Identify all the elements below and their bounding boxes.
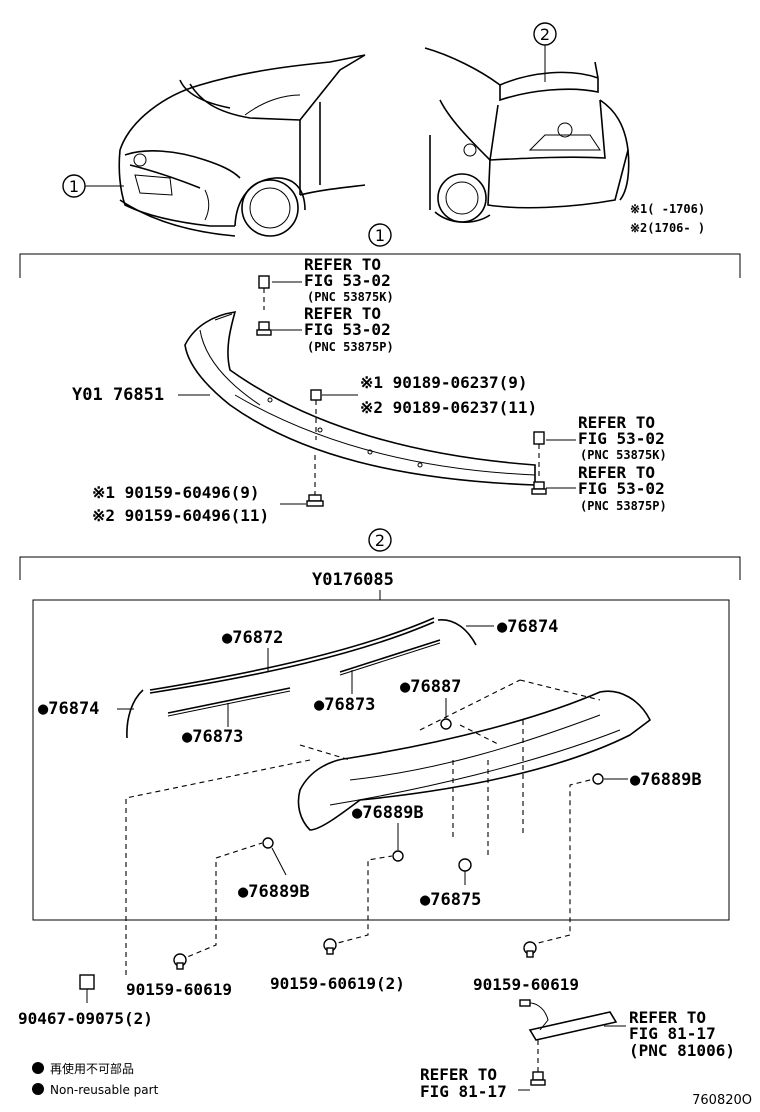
bolt-b1-label: ※1 90159-60496(9) <box>92 483 260 502</box>
fastener-4-label: 90467-09075(2) <box>18 1009 153 1028</box>
ref-top-2-line1: REFER TO <box>304 304 381 323</box>
section-1-callout: 1 <box>375 226 385 245</box>
molding-76873-right <box>339 639 441 673</box>
note-2: ※2(1706- ) <box>630 221 705 235</box>
fastener-1-label: 90159-60619 <box>126 980 232 999</box>
fastener-2-label: 90159-60619(2) <box>270 974 405 993</box>
callout-1-front-label: 1 <box>69 177 79 196</box>
part-76873-right-label: ●76873 <box>314 695 375 715</box>
clip-icon <box>310 389 322 440</box>
bolt-icon <box>530 1071 546 1086</box>
ref-top-1-line2: FIG 53-02 <box>304 271 391 290</box>
ref-light-line3: (PNC 81006) <box>629 1041 735 1060</box>
callout-2-top: 2 <box>533 22 557 82</box>
ref-right-1-line2: FIG 53-02 <box>578 429 665 448</box>
screw-icon <box>523 941 537 958</box>
assembly-frame <box>32 599 730 921</box>
legend-en: Non-reusable part <box>50 1083 159 1097</box>
part-76872-label: ●76872 <box>222 628 283 648</box>
note-1: ※1( -1706) <box>630 202 705 216</box>
molding-76873-left <box>167 687 291 714</box>
grommet-icon <box>262 837 274 849</box>
bolt-icon <box>306 455 324 507</box>
fastener-3-label: 90159-60619 <box>473 975 579 994</box>
screw-icon <box>173 953 187 970</box>
part-76889b-mid-label: ●76889B <box>352 803 424 823</box>
ref-top-2-line3: (PNC 53875P) <box>307 340 394 354</box>
ref-right-2-line2: FIG 53-02 <box>578 479 665 498</box>
bolt-icon <box>256 321 272 336</box>
bolt-a1-label: ※1 90189-06237(9) <box>360 373 528 392</box>
part-76889b-left-label: ●76889B <box>238 882 310 902</box>
rear-spoiler <box>297 690 652 831</box>
ref-bottom-line1: REFER TO <box>420 1065 497 1084</box>
part-76889b-right-label: ●76889B <box>630 770 702 790</box>
ref-light-line1: REFER TO <box>629 1008 706 1027</box>
assembly-label-2: Y0176085 <box>312 570 394 590</box>
section-1: 1 <box>19 223 741 525</box>
part-76874-left-label: ●76874 <box>38 699 99 719</box>
front-car-illustration <box>118 54 366 237</box>
non-reusable-dot-icon <box>32 1083 44 1095</box>
molding-76874-right <box>437 619 477 646</box>
ref-light-line2: FIG 81-17 <box>629 1024 716 1043</box>
legend-jp: 再使用不可部品 <box>50 1061 134 1076</box>
legend: 再使用不可部品 Non-reusable part <box>32 1061 159 1097</box>
non-reusable-dot-icon <box>32 1062 44 1074</box>
ref-bottom-line2: FIG 81-17 <box>420 1082 507 1101</box>
clip-icon <box>533 431 545 480</box>
molding-76872 <box>149 617 435 691</box>
ref-top-1-line1: REFER TO <box>304 255 381 274</box>
screw-icon <box>323 938 337 955</box>
bolt-a2-label: ※2 90189-06237(11) <box>360 398 537 417</box>
bolt-icon <box>531 481 547 495</box>
callout-2-top-label: 2 <box>540 25 550 44</box>
rear-car-illustration <box>424 47 630 223</box>
front-spoiler <box>184 311 536 486</box>
callout-1-front: 1 <box>62 174 124 198</box>
molding-76874-left <box>126 689 144 739</box>
grommet-icon <box>458 858 472 872</box>
figure-code: 760820O <box>692 1093 752 1108</box>
section-2: 2 Y0176085 ●76872 ●76874 ●76874 ●76873 ●… <box>18 528 741 1101</box>
section-2-callout: 2 <box>375 531 385 550</box>
ref-right-1-line1: REFER TO <box>578 413 655 432</box>
bolt-b2-label: ※2 90159-60496(11) <box>92 506 269 525</box>
part-76887-label: ●76887 <box>400 677 461 697</box>
clip-icon <box>258 275 270 310</box>
ref-right-2-line3: (PNC 53875P) <box>580 499 667 513</box>
grommet-icon <box>392 850 404 862</box>
grommet-icon <box>592 773 604 785</box>
part-76875-label: ●76875 <box>420 890 481 910</box>
ref-right-2-line1: REFER TO <box>578 463 655 482</box>
ref-top-2-line2: FIG 53-02 <box>304 320 391 339</box>
grommet-icon <box>440 718 452 730</box>
stop-lamp <box>528 1011 618 1041</box>
part-76874-right-label: ●76874 <box>497 617 558 637</box>
ref-right-1-line3: (PNC 53875K) <box>580 448 667 462</box>
part-76873-left-label: ●76873 <box>182 727 243 747</box>
clip-icon <box>79 974 95 1003</box>
ref-top-1-line3: (PNC 53875K) <box>307 290 394 304</box>
assembly-label-1: Y01 76851 <box>72 385 164 405</box>
